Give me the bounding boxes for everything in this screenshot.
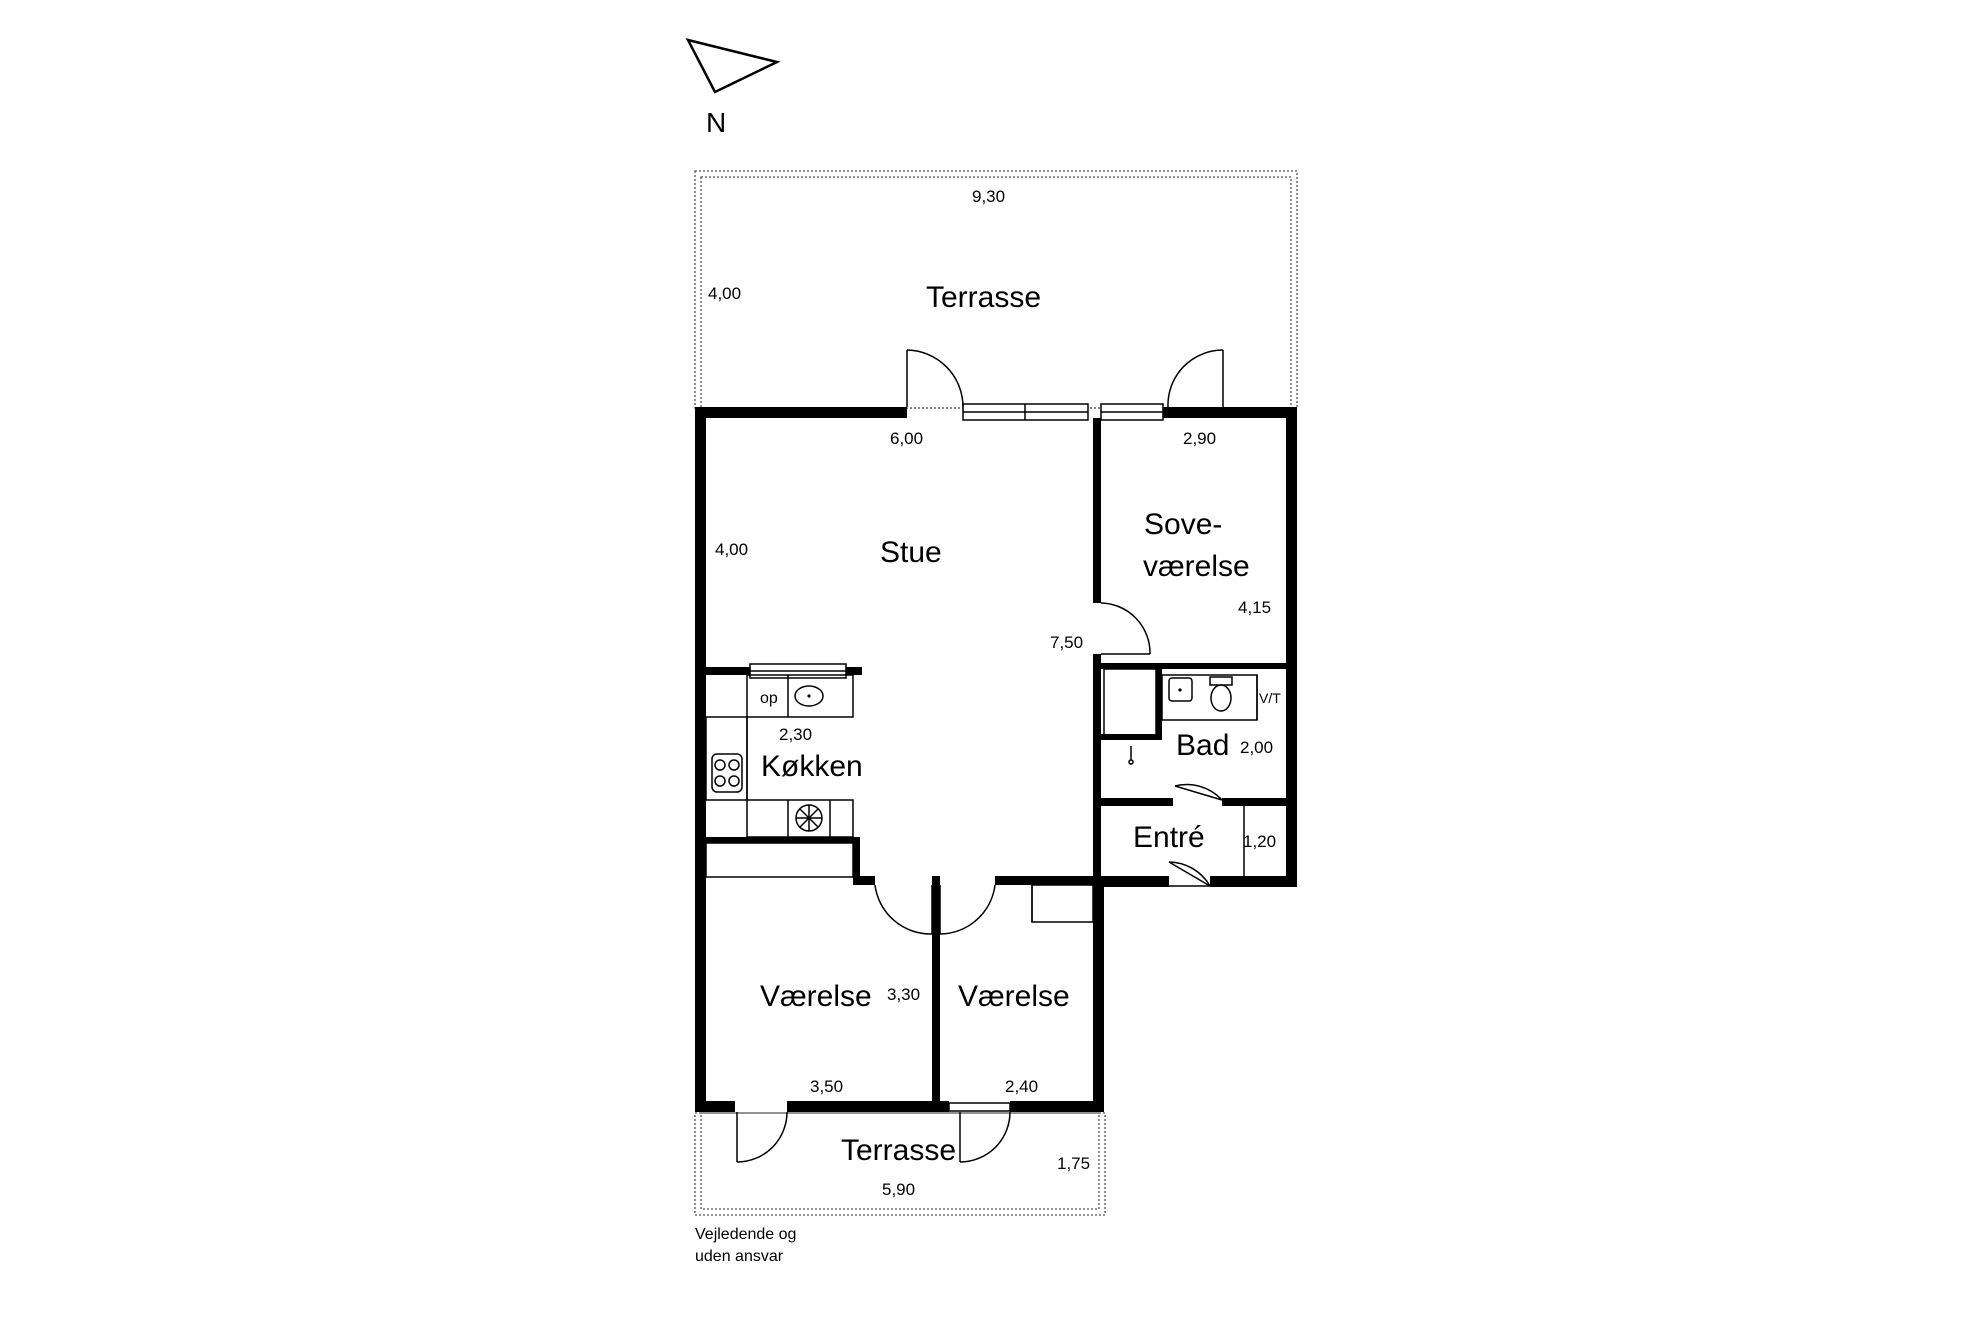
door-vaerelse-right-terrace[interactable] xyxy=(948,1102,1011,1163)
door-sove-terrace[interactable] xyxy=(1167,349,1224,408)
dim-stue-depth: 4,00 xyxy=(715,540,748,559)
fixture-label-vt: V/T xyxy=(1259,690,1281,706)
dim-koekken-width: 2,30 xyxy=(779,725,812,744)
door-vaerelse-left[interactable] xyxy=(874,884,933,935)
washbasin-icon xyxy=(1168,677,1193,702)
closet-vaerelse-left xyxy=(705,842,854,878)
room-label-terrasse-bottom: Terrasse xyxy=(841,1134,956,1167)
top-window-stue xyxy=(962,403,1089,421)
closet-vaerelse-right xyxy=(1031,884,1094,923)
door-vaerelse-right[interactable] xyxy=(939,884,996,935)
dim-terrasse-bottom-width: 5,90 xyxy=(882,1180,915,1199)
room-label-stue: Stue xyxy=(880,536,942,569)
sink-icon xyxy=(794,685,824,707)
room-label-vaerelse-left: Værelse xyxy=(760,980,872,1013)
room-label-sove-line2: værelse xyxy=(1143,550,1250,583)
dim-vaerelse-left-depth: 3,30 xyxy=(887,985,920,1004)
dim-stue-width: 6,00 xyxy=(890,429,923,448)
door-bad[interactable] xyxy=(1174,783,1223,801)
kitchen-window xyxy=(749,663,847,679)
door-stue-terrace[interactable] xyxy=(906,349,964,408)
exterior-walls xyxy=(695,407,1297,1112)
room-label-bad: Bad xyxy=(1176,729,1229,762)
room-label-terrasse-top: Terrasse xyxy=(926,281,1041,314)
dim-sove-width: 2,90 xyxy=(1183,429,1216,448)
stove-icon xyxy=(711,753,743,793)
door-sove[interactable] xyxy=(1100,602,1151,655)
door-vaerelse-left-terrace[interactable] xyxy=(736,1111,788,1163)
north-label: N xyxy=(706,107,726,138)
disclaimer-line1: Vejledende og xyxy=(695,1226,796,1243)
dim-stue-length: 7,50 xyxy=(1050,633,1083,652)
kitchen-counter xyxy=(705,674,854,838)
north-arrow-icon xyxy=(685,38,781,94)
dim-bad-size: 2,00 xyxy=(1240,738,1273,757)
room-label-koekken: Køkken xyxy=(761,750,863,783)
fixture-label-op: op xyxy=(760,690,778,707)
room-label-entre: Entré xyxy=(1133,821,1205,854)
dishwasher-fan-icon xyxy=(795,804,823,832)
shower-drain-icon xyxy=(1128,746,1134,765)
terrace-bottom-outline xyxy=(694,1112,1106,1216)
bathroom-fixtures xyxy=(1103,668,1258,876)
disclaimer-line2: uden ansvar xyxy=(695,1248,784,1265)
toilet-icon xyxy=(1209,676,1233,712)
interior-walls xyxy=(706,418,1286,1102)
dim-vaerelse-left-width: 3,50 xyxy=(810,1077,843,1096)
dim-sove-depth: 4,15 xyxy=(1238,598,1271,617)
room-label-vaerelse-right: Værelse xyxy=(958,980,1070,1013)
door-entre-front[interactable] xyxy=(1168,861,1211,887)
top-window-sove xyxy=(1100,403,1164,421)
dim-terrasse-bottom-depth: 1,75 xyxy=(1057,1154,1090,1173)
dim-entre-size: 1,20 xyxy=(1243,832,1276,851)
room-label-sove-line1: Sove- xyxy=(1144,508,1222,541)
dim-terrasse-top-depth: 4,00 xyxy=(708,284,741,303)
dim-terrasse-top-width: 9,30 xyxy=(972,187,1005,206)
dim-vaerelse-right-width: 2,40 xyxy=(1005,1077,1038,1096)
